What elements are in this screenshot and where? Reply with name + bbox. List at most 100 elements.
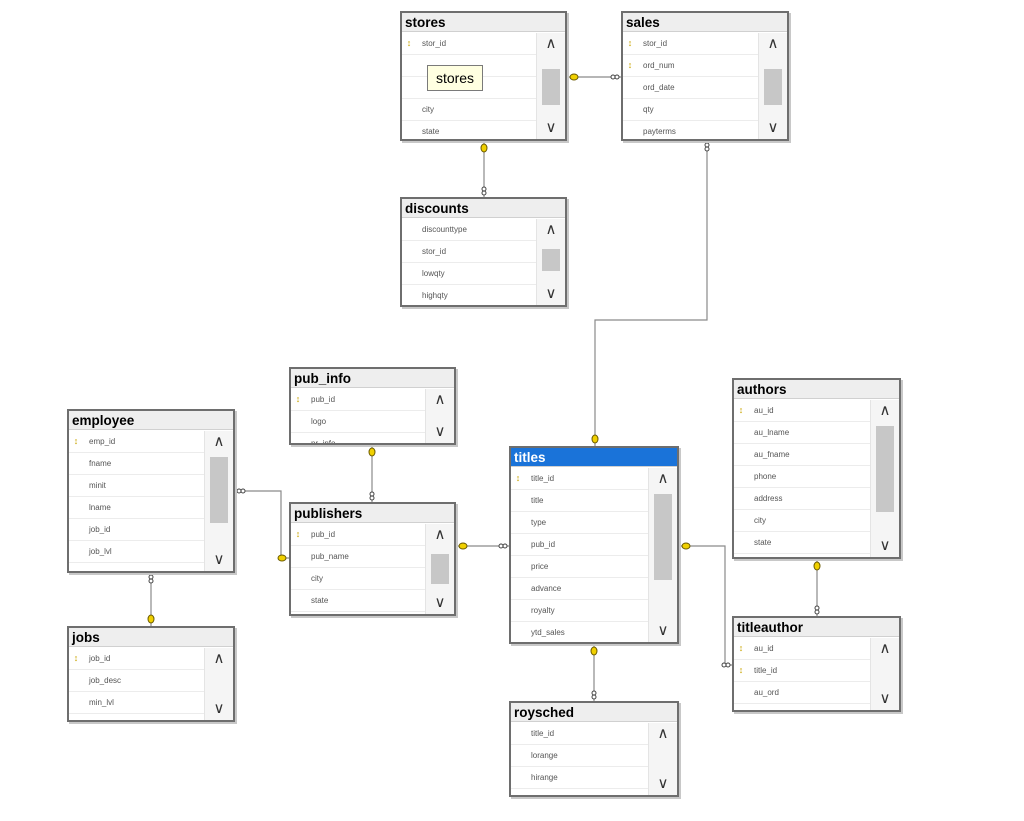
scroll-down-icon[interactable]: ∨ bbox=[879, 537, 891, 554]
vertical-scrollbar[interactable]: ∧∨ bbox=[870, 400, 899, 557]
table-title[interactable]: titleauthor bbox=[734, 618, 899, 637]
column-row[interactable]: highqty bbox=[402, 285, 536, 305]
table-title[interactable]: discounts bbox=[402, 199, 565, 218]
column-row[interactable]: au_ord bbox=[734, 682, 870, 704]
column-row[interactable]: ↕title_id bbox=[511, 468, 648, 490]
scroll-up-icon[interactable]: ∧ bbox=[545, 35, 557, 52]
column-row[interactable]: minit bbox=[69, 475, 204, 497]
vertical-scrollbar[interactable]: ∧∨ bbox=[425, 389, 454, 443]
column-row[interactable]: ↕pub_id bbox=[291, 524, 425, 546]
column-row[interactable]: job_id bbox=[69, 519, 204, 541]
column-row[interactable] bbox=[402, 77, 536, 99]
vertical-scrollbar[interactable]: ∧∨ bbox=[536, 33, 565, 139]
vertical-scrollbar[interactable]: ∧∨ bbox=[536, 219, 565, 305]
column-row[interactable]: type bbox=[511, 512, 648, 534]
scroll-up-icon[interactable]: ∧ bbox=[213, 433, 225, 450]
scroll-down-icon[interactable]: ∨ bbox=[545, 119, 557, 136]
column-row[interactable]: city bbox=[291, 568, 425, 590]
table-title[interactable]: roysched bbox=[511, 703, 677, 722]
column-row[interactable]: ↕stor_id bbox=[402, 33, 536, 55]
column-row[interactable]: lowqty bbox=[402, 263, 536, 285]
column-row[interactable]: pr_info bbox=[291, 433, 425, 443]
table-title[interactable]: publishers bbox=[291, 504, 454, 523]
column-row[interactable]: qty bbox=[623, 99, 758, 121]
scroll-up-icon[interactable]: ∧ bbox=[879, 640, 891, 657]
scroll-up-icon[interactable]: ∧ bbox=[767, 35, 779, 52]
scroll-down-icon[interactable]: ∨ bbox=[879, 690, 891, 707]
column-row[interactable]: job_lvl bbox=[69, 541, 204, 563]
scroll-up-icon[interactable]: ∧ bbox=[545, 221, 557, 238]
column-row[interactable]: advance bbox=[511, 578, 648, 600]
scroll-down-icon[interactable]: ∨ bbox=[657, 622, 669, 639]
scroll-up-icon[interactable]: ∧ bbox=[657, 470, 669, 487]
scroll-up-icon[interactable]: ∧ bbox=[657, 725, 669, 742]
scroll-down-icon[interactable]: ∨ bbox=[545, 285, 557, 302]
column-row[interactable]: ytd_sales bbox=[511, 622, 648, 642]
table-title[interactable]: sales bbox=[623, 13, 787, 32]
table-title[interactable]: employee bbox=[69, 411, 233, 430]
vertical-scrollbar[interactable]: ∧∨ bbox=[648, 468, 677, 642]
scroll-up-icon[interactable]: ∧ bbox=[879, 402, 891, 419]
scroll-down-icon[interactable]: ∨ bbox=[657, 775, 669, 792]
column-row[interactable]: stor_id bbox=[402, 241, 536, 263]
table-title[interactable]: jobs bbox=[69, 628, 233, 647]
table-title[interactable]: authors bbox=[734, 380, 899, 399]
column-row[interactable]: pub_name bbox=[291, 546, 425, 568]
scroll-thumb[interactable] bbox=[654, 494, 672, 580]
vertical-scrollbar[interactable]: ∧∨ bbox=[758, 33, 787, 139]
column-row[interactable]: ↕stor_id bbox=[623, 33, 758, 55]
column-row[interactable]: title bbox=[511, 490, 648, 512]
scroll-thumb[interactable] bbox=[876, 426, 894, 512]
column-row[interactable]: price bbox=[511, 556, 648, 578]
scroll-down-icon[interactable]: ∨ bbox=[434, 594, 446, 611]
table-title[interactable]: pub_info bbox=[291, 369, 454, 388]
column-row[interactable]: phone bbox=[734, 466, 870, 488]
table-title[interactable]: titles bbox=[511, 448, 677, 467]
column-row[interactable]: min_lvl bbox=[69, 692, 204, 714]
column-row[interactable]: discounttype bbox=[402, 219, 536, 241]
vertical-scrollbar[interactable]: ∧∨ bbox=[204, 431, 233, 571]
column-row[interactable]: au_lname bbox=[734, 422, 870, 444]
column-row[interactable]: lname bbox=[69, 497, 204, 519]
column-row[interactable]: ↕emp_id bbox=[69, 431, 204, 453]
column-row[interactable]: ↕au_id bbox=[734, 638, 870, 660]
column-row[interactable]: ord_date bbox=[623, 77, 758, 99]
vertical-scrollbar[interactable]: ∧∨ bbox=[648, 723, 677, 795]
scroll-down-icon[interactable]: ∨ bbox=[434, 423, 446, 440]
scroll-down-icon[interactable]: ∨ bbox=[213, 551, 225, 568]
scroll-thumb[interactable] bbox=[210, 457, 228, 523]
vertical-scrollbar[interactable]: ∧∨ bbox=[425, 524, 454, 614]
column-row[interactable]: city bbox=[402, 99, 536, 121]
column-row[interactable]: ↕au_id bbox=[734, 400, 870, 422]
column-row[interactable]: state bbox=[291, 590, 425, 612]
column-row[interactable]: au_fname bbox=[734, 444, 870, 466]
scroll-up-icon[interactable]: ∧ bbox=[434, 391, 446, 408]
column-row[interactable]: payterms bbox=[623, 121, 758, 139]
column-row[interactable]: lorange bbox=[511, 745, 648, 767]
column-row[interactable]: city bbox=[734, 510, 870, 532]
column-row[interactable]: hirange bbox=[511, 767, 648, 789]
scroll-down-icon[interactable]: ∨ bbox=[767, 119, 779, 136]
column-row[interactable]: address bbox=[734, 488, 870, 510]
vertical-scrollbar[interactable]: ∧∨ bbox=[204, 648, 233, 720]
column-row[interactable]: ↕title_id bbox=[734, 660, 870, 682]
column-row[interactable]: title_id bbox=[511, 723, 648, 745]
column-row[interactable]: ↕job_id bbox=[69, 648, 204, 670]
scroll-thumb[interactable] bbox=[431, 554, 449, 584]
column-row[interactable]: state bbox=[402, 121, 536, 139]
vertical-scrollbar[interactable]: ∧∨ bbox=[870, 638, 899, 710]
table-title[interactable]: stores bbox=[402, 13, 565, 32]
column-row[interactable]: fname bbox=[69, 453, 204, 475]
column-row[interactable]: ↕ord_num bbox=[623, 55, 758, 77]
